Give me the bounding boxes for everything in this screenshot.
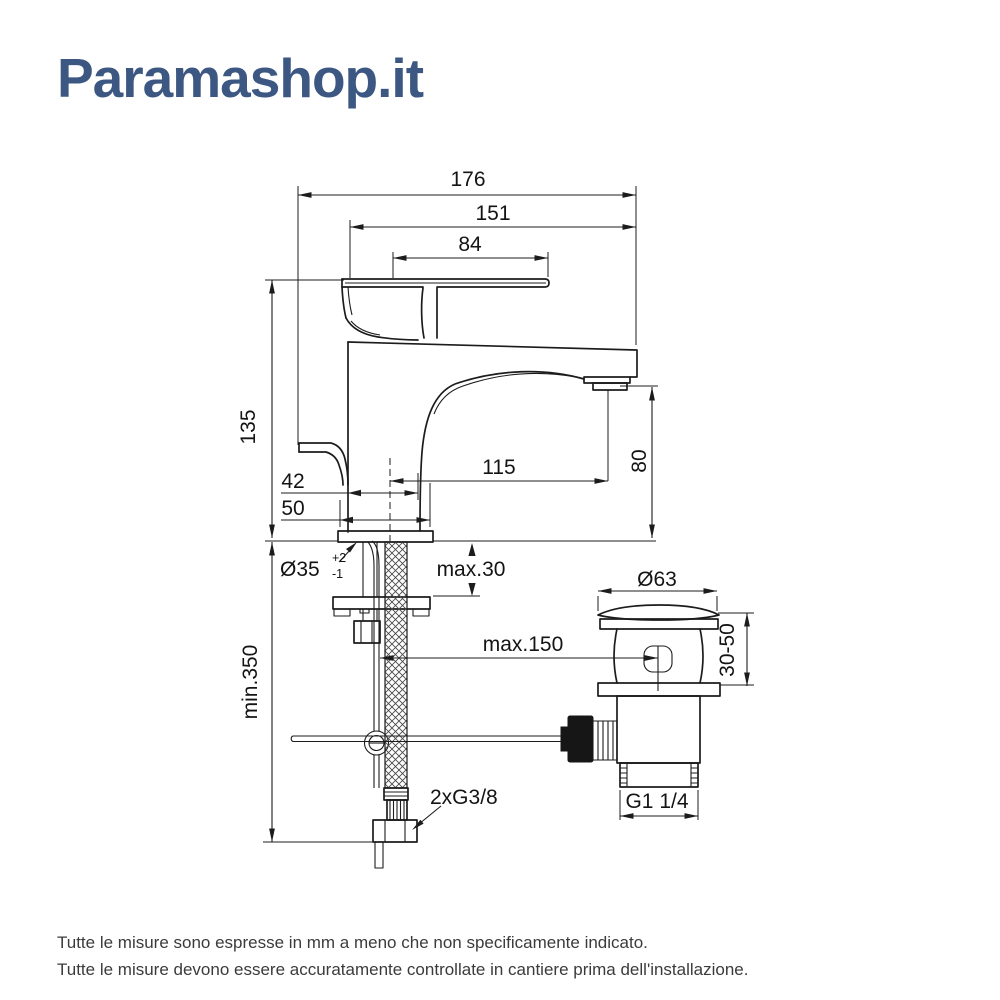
- dim-label-spout-height: 80: [628, 449, 651, 472]
- dim-label-hole-tol-plus: +2: [332, 551, 346, 565]
- dim-label-hole-tol-minus: -1: [332, 567, 343, 581]
- dim-arrow-max30-down: [468, 583, 476, 596]
- faucet-body-outline: [345, 317, 638, 533]
- measurement-notes: Tutte le misure sono espresse in mm a me…: [57, 929, 748, 983]
- waste-tailpiece: [619, 762, 699, 788]
- dim-label-spout-reach: 115: [482, 456, 515, 479]
- horizontal-linkage-rod: [290, 735, 568, 743]
- dimension-labels: 176 151 84 135 80 115 42 50 Ø35 +2 -1 ma…: [237, 168, 739, 813]
- dim-label-rod-reach: max.150: [483, 633, 564, 656]
- dim-label-body-depth: 151: [475, 202, 510, 225]
- dim-arrow-max30-up: [468, 543, 476, 556]
- dim-label-hole-diameter: Ø35: [280, 558, 320, 581]
- dim-label-waste-thread: G1 1/4: [625, 790, 688, 813]
- mounting-shank: [332, 542, 431, 644]
- dim-label-supply-thread: 2xG3/8: [430, 786, 498, 809]
- faucet-lever-handle: [341, 278, 550, 339]
- dim-label-deck-thickness: max.30: [437, 558, 506, 581]
- pop-up-waste-assembly: [560, 604, 721, 788]
- dim-label-total-depth: 176: [450, 168, 485, 191]
- dim-label-hose-length: min.350: [239, 645, 262, 720]
- dim-label-waste-flange-diameter: Ø63: [637, 568, 677, 591]
- dim-label-base-top-width: 42: [281, 470, 304, 493]
- site-logo: Paramashop.it: [57, 47, 424, 109]
- dim-label-handle-length: 84: [458, 233, 482, 256]
- flexible-supply-hose: [372, 541, 418, 869]
- aerator: [583, 376, 631, 391]
- knurled-knob: [567, 715, 594, 763]
- base-plate: [337, 530, 434, 543]
- extension-lines: [263, 186, 754, 843]
- note-line-1: Tutte le misure sono espresse in mm a me…: [57, 933, 648, 952]
- knurled-knob-step: [560, 726, 569, 752]
- note-line-2: Tutte le misure devono essere accuratame…: [57, 960, 749, 979]
- lever-lowered-position: [298, 442, 349, 486]
- dim-label-body-height: 135: [237, 409, 260, 444]
- dim-label-base-plate-width: 50: [281, 497, 304, 520]
- leader-supply-thread: [418, 805, 442, 825]
- dimension-lines: [269, 192, 750, 842]
- dim-label-waste-clamp-range: 30-50: [716, 623, 739, 677]
